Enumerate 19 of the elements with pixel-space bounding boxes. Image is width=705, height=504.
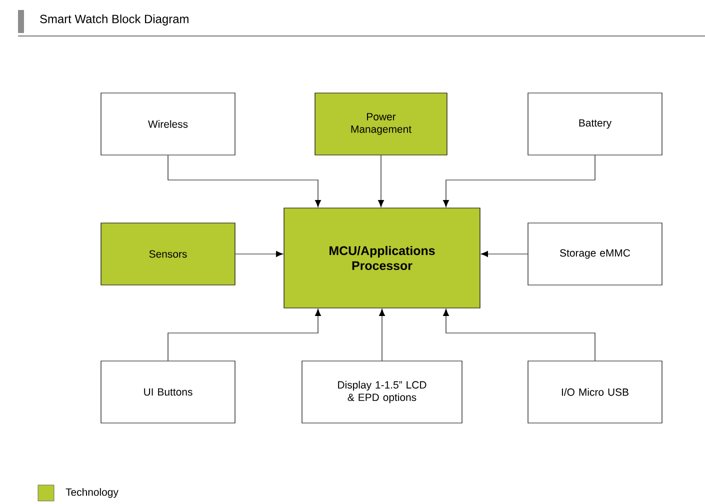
process-box: MCU/Applications Processor [284, 208, 480, 308]
arrow [168, 308, 321, 361]
process-box: Battery [528, 92, 662, 156]
process-box: Wireless [100, 92, 236, 156]
legend-label: Technology [66, 488, 118, 498]
title: Smart Watch Block Diagram [40, 14, 188, 26]
arrow [443, 155, 596, 208]
arrow [379, 308, 385, 361]
arrow [480, 251, 528, 257]
arrow [378, 155, 384, 208]
process-box: I/O Micro USB [528, 360, 662, 424]
process-box: Power Management [314, 92, 448, 156]
process-box: Sensors [100, 222, 236, 286]
arrow [443, 308, 596, 361]
arrow [235, 251, 284, 257]
arrow [168, 155, 321, 208]
process-box: Display 1-1.5” LCD & EPD options [302, 360, 462, 424]
process-box: UI Buttons [100, 360, 236, 424]
process-box: Storage eMMC [528, 222, 662, 286]
